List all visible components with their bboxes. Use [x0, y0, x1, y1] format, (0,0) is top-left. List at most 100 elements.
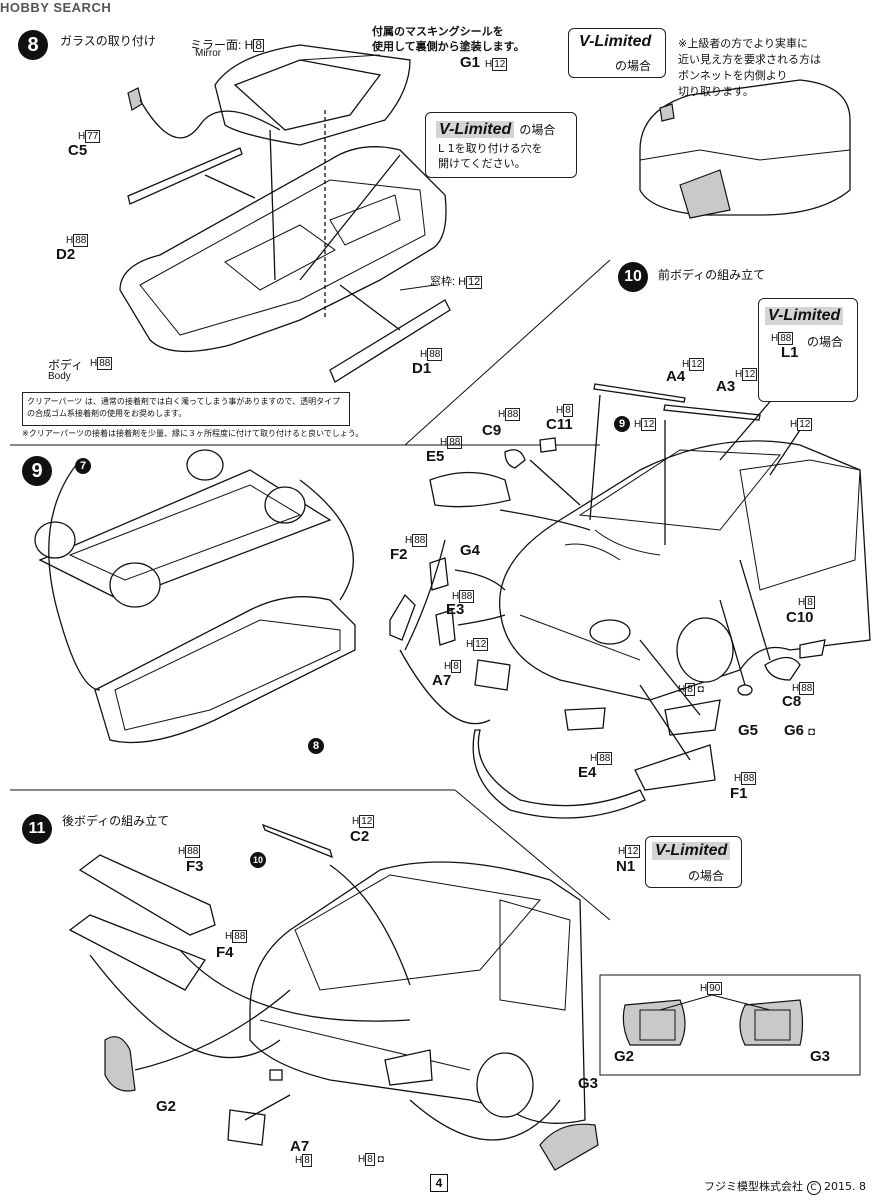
label-g5: G5: [738, 722, 759, 739]
mirror-en: Mirror: [195, 48, 222, 59]
label-f2: F2: [390, 546, 408, 563]
label-g1: G1: [460, 54, 481, 71]
label-a7-front: A7: [432, 672, 452, 689]
wiper-a3: [663, 404, 761, 421]
clear-note-1: クリアーパーツ は、通常の接着剤では白く濁ってしまう事がありますので、透明タイプ…: [27, 397, 341, 418]
rear-car-drawing: [249, 861, 586, 1124]
label-n1: N1: [616, 858, 636, 875]
glass-g1-drawing: [214, 44, 411, 146]
step-11-title: 後ボディの組み立て: [62, 814, 170, 828]
label-c5: C5: [68, 142, 88, 159]
label-f4: F4: [216, 944, 234, 961]
label-g2: G2: [156, 1098, 177, 1115]
vlimited-label: V-Limited: [436, 121, 515, 138]
ref-step-10: 10: [250, 852, 266, 868]
vlimited-suffix: の場合: [519, 123, 556, 137]
hood-scoop-e5: [429, 471, 511, 508]
d2-strip: [127, 147, 243, 205]
step-9-number: 9: [22, 456, 52, 486]
body-en: Body: [48, 371, 71, 382]
step-8-number: 8: [18, 30, 48, 60]
label-c9: C9: [482, 422, 502, 439]
front-car-drawing: [499, 440, 871, 701]
vlimited-hole-note: L 1を取り付ける穴を 開けてください。: [438, 142, 543, 170]
hobby-search-watermark: HOBBY SEARCH: [0, 0, 111, 15]
mirror-paint-code: 8: [253, 38, 265, 52]
mirror-c5-shape: [127, 87, 143, 111]
label-d2: D2: [56, 246, 76, 263]
inset-label-g3: G3: [810, 1048, 831, 1065]
clear-parts-note-box: クリアーパーツ は、通常の接着剤では白く濁ってしまう事がありますので、透明タイプ…: [22, 392, 350, 426]
step-10-number: 10: [618, 262, 648, 292]
step-8-title: ガラスの取り付け: [60, 34, 156, 48]
mirror-label: ミラー面:: [190, 38, 242, 52]
d1-strip: [329, 299, 451, 383]
copyright: フジミ模型株式会社 C 2015. 8: [704, 1180, 866, 1195]
wiper-a4: [593, 383, 686, 403]
label-g4: G4: [460, 542, 481, 559]
label-c10: C10: [786, 609, 814, 626]
label-f3: F3: [186, 858, 204, 875]
clear-note-2: ※クリアーパーツの接着は接着剤を少量、縁に３ヶ所程度に付けて取り付けると良いでし…: [22, 429, 364, 438]
step-11-number: 11: [22, 814, 52, 844]
step-10-title: 前ボディの組み立て: [658, 268, 766, 282]
label-e5: E5: [426, 448, 445, 465]
label-f1: F1: [730, 785, 748, 802]
inset-label-g2: G2: [614, 1048, 635, 1065]
spoiler-f3: [78, 854, 216, 936]
label-e4: E4: [578, 764, 597, 781]
label-g6: G6 ◘: [784, 722, 815, 739]
ref-step-7: 7: [75, 458, 91, 474]
ref-step-8: 8: [308, 738, 324, 754]
vlimited-l1-suffix: の場合: [807, 335, 844, 349]
g3-lamp: [539, 1123, 599, 1171]
label-a7-rear: A7: [290, 1138, 310, 1155]
logo-text: HOBBY SEARCH: [0, 0, 112, 15]
chassis-drawing: [34, 449, 332, 608]
body-tub-step8: [119, 146, 447, 353]
hood-cut-note: ※上級者の方でより実車に 近い見え方を要求される方は ボンネットを内側より 切り…: [678, 37, 821, 98]
vlimited-n1-box: V-Limited の場合: [645, 836, 742, 888]
vlimited-top-box: V-Limited の場合: [568, 28, 666, 78]
inset-box: [599, 974, 861, 1076]
label-e3: E3: [446, 601, 465, 618]
label-d1: D1: [412, 360, 432, 377]
vlimited-l1-label: V-Limited: [765, 307, 844, 325]
ref-step-9: 9: [614, 416, 630, 432]
body-label: ボディ: [48, 358, 84, 372]
vlimited-top-suffix: の場合: [615, 59, 652, 73]
label-g3: G3: [578, 1075, 599, 1092]
masking-note: 付属のマスキングシールを 使用して裏側から塗装します。: [372, 25, 525, 53]
label-c11: C11: [546, 416, 573, 433]
label-a4: A4: [666, 368, 686, 385]
vlimited-hole-box: V-Limited の場合 L 1を取り付ける穴を 開けてください。: [425, 112, 577, 178]
label-l1: L1: [781, 344, 799, 361]
spoiler-f4: [68, 914, 206, 991]
